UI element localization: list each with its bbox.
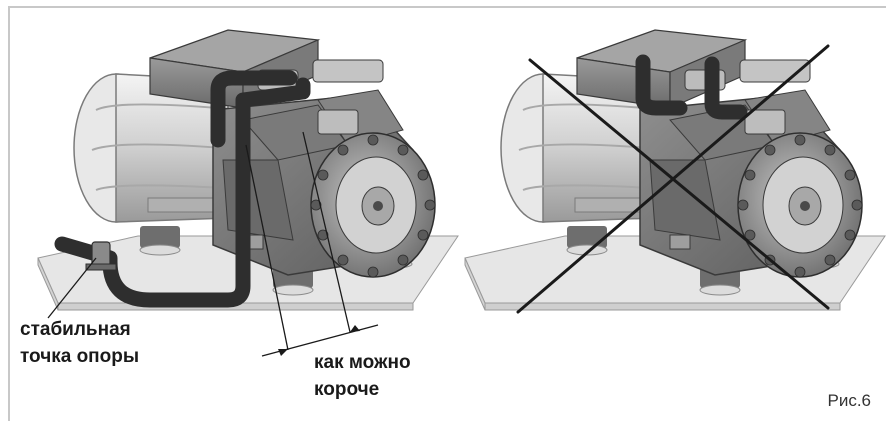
label-stable-support-line1: стабильная (20, 319, 131, 340)
frame-top-border (8, 6, 886, 8)
label-short-line1: как можно (314, 352, 411, 373)
compressor-incorrect (464, 29, 886, 311)
cross-mark (516, 44, 830, 314)
dimension-arrows (278, 325, 360, 356)
label-as-short-as-possible: как можно короче (314, 349, 411, 403)
label-short-line2: короче (314, 379, 380, 400)
pipe-incorrect (635, 54, 748, 120)
pipe-correct (54, 70, 311, 308)
pipe-support-clamp (85, 241, 117, 271)
label-stable-support-line2: точка опоры (20, 346, 140, 367)
figure-caption: Рис.6 (827, 391, 871, 410)
label-stable-support-point: стабильная точка опоры (20, 316, 139, 370)
frame-left-border (8, 6, 10, 421)
